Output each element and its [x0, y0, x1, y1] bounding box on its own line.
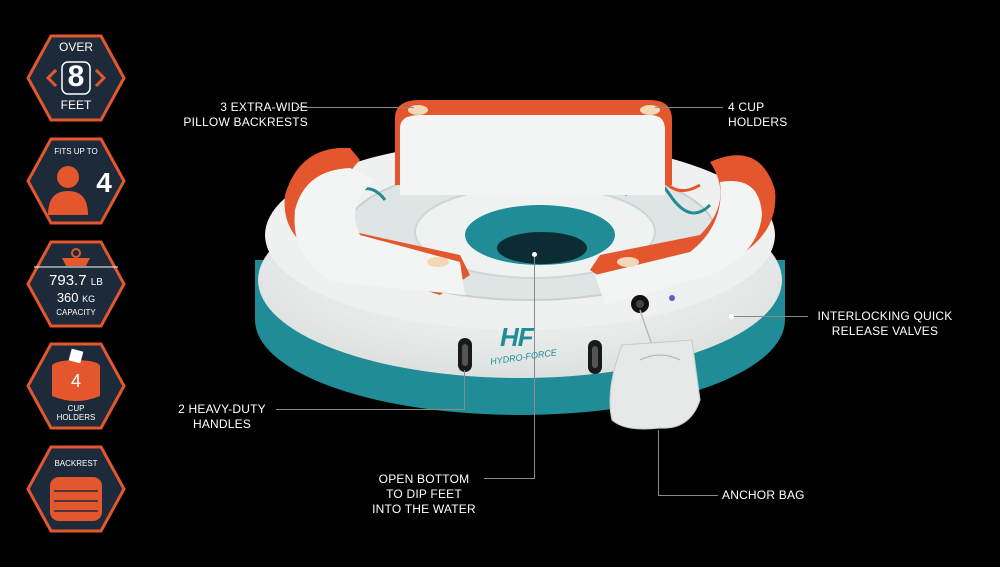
backrest-badge-caption: BACKREST: [54, 459, 98, 468]
handle-right: [588, 340, 602, 374]
callout-cup-holders: 4 CUP HOLDERS: [728, 100, 788, 129]
weight-badge-caption: CAPACITY: [56, 308, 96, 317]
callout-open-bottom: OPEN BOTTOM TO DIP FEET INTO THE WATER: [372, 472, 476, 516]
size-badge-bottom: FEET: [60, 98, 92, 112]
cup-holders-caption-2: HOLDERS: [56, 413, 96, 422]
cup-holders-caption-1: CUP: [67, 404, 85, 413]
product-logo: HF: [500, 322, 534, 352]
callout-line: [464, 370, 465, 410]
cup-holder-icon: [52, 348, 100, 401]
callout-line: [732, 316, 808, 317]
callout-handles: 2 HEAVY-DUTY HANDLES: [178, 402, 266, 431]
backrest-right: [590, 155, 776, 305]
arrow-left-icon: [45, 68, 58, 88]
handle-left: [458, 338, 472, 372]
callout-valves: INTERLOCKING QUICK RELEASE VALVES: [817, 309, 953, 338]
weight-badge: 793.7 LB 360 KG CAPACITY: [26, 240, 126, 328]
anchor-bag: [609, 309, 701, 430]
person-icon: [48, 166, 88, 215]
hexagon-badge-icon: [26, 34, 126, 122]
backrest-icon: [50, 477, 102, 521]
callout-dot: [532, 252, 537, 257]
callout-line: [658, 495, 718, 496]
backrest-back: [395, 100, 672, 195]
capacity-badge-number: 4: [96, 167, 112, 198]
weight-icon: [62, 248, 90, 266]
callout-line: [534, 255, 535, 479]
weight-kg-unit: KG: [82, 294, 96, 304]
callout-line: [276, 409, 464, 410]
weight-lb-unit: LB: [90, 277, 103, 288]
size-badge: OVER 8 FEET: [26, 34, 126, 122]
backrest-left: [284, 147, 470, 295]
open-bottom-hole: [497, 232, 587, 264]
callout-anchor-bag: ANCHOR BAG: [722, 488, 805, 502]
callout-line: [296, 107, 414, 108]
callout-line: [484, 478, 534, 479]
cup-holders-badge: 4 CUP HOLDERS: [26, 342, 126, 430]
weight-lb-value: 793.7: [49, 272, 87, 289]
callout-backrests: 3 EXTRA-WIDE PILLOW BACKRESTS: [183, 100, 308, 129]
cup-holders-number: 4: [70, 371, 81, 391]
weight-kg-value: 360: [56, 290, 79, 305]
callout-line: [655, 107, 723, 108]
arrow-right-icon: [94, 68, 107, 88]
callout-dot: [729, 314, 734, 319]
capacity-badge: FITS UP TO 4: [26, 137, 126, 225]
capacity-badge-top: FITS UP TO: [54, 147, 98, 156]
size-badge-number: 8: [67, 60, 85, 93]
backrest-badge: BACKREST: [26, 445, 126, 533]
callout-line: [658, 430, 659, 495]
size-badge-top: OVER: [58, 40, 93, 54]
